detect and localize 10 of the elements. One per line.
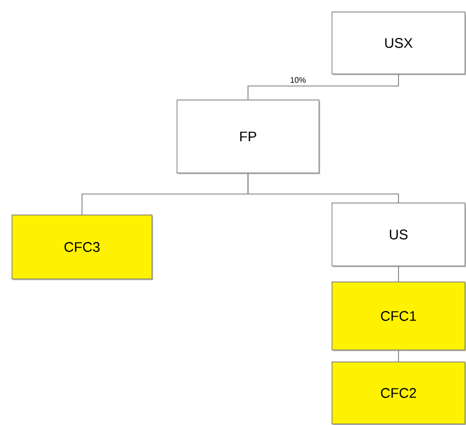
org-box: CFC1	[332, 282, 466, 352]
connector-line	[248, 74, 399, 100]
connector-line	[398, 266, 399, 282]
org-box: US	[332, 202, 466, 268]
connector-line	[398, 350, 399, 362]
org-box: USX	[332, 12, 466, 76]
org-box: CFC3	[12, 214, 154, 280]
org-box: CFC2	[332, 362, 466, 425]
org-box: FP	[176, 100, 320, 174]
connector-line	[248, 172, 399, 204]
